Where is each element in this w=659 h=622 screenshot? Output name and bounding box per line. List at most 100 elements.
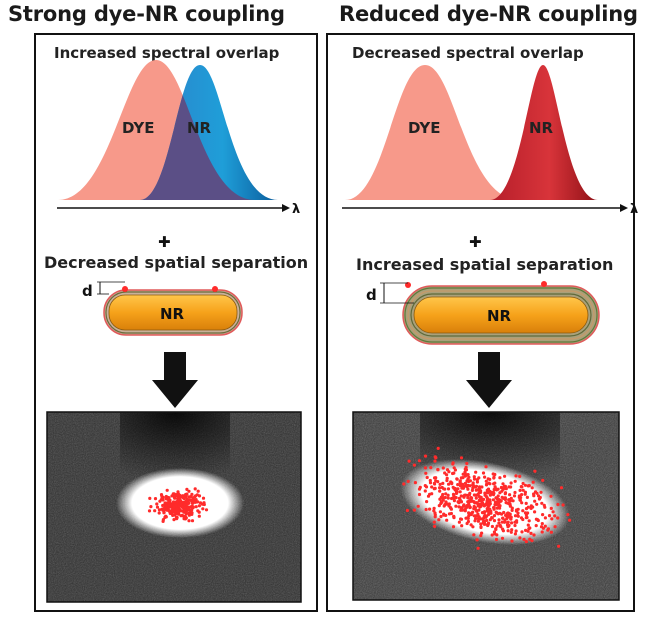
dye-dot [172,505,176,509]
dye-dot [530,539,534,543]
dye-dot [417,459,422,463]
dye-dot [466,473,470,477]
dye-dot [458,481,462,485]
dye-dot [553,525,557,529]
dye-dot [512,494,517,498]
right-nanorod-core [413,296,589,334]
right-nanorod-diagram: NR d [366,281,600,345]
dye-dot [488,508,492,512]
dye-dot [413,481,417,485]
dye-dot [453,486,457,491]
dye-dot [197,494,202,498]
dye-dot [161,519,165,524]
dye-dot [472,533,476,537]
dye-dot [449,506,453,510]
dye-dot [524,540,529,544]
dye-dot [454,491,459,495]
dye-dot [459,494,463,498]
dye-dot [533,499,537,503]
dye-dot [447,482,451,486]
dye-dot [451,471,455,476]
dye-dot [430,485,434,489]
dye-dot [520,530,524,534]
dye-dot [177,498,181,502]
dye-dot [511,499,515,503]
dye-dot [460,524,464,528]
dye-dot [494,527,498,531]
dye-dot [194,505,198,509]
dye-dot [175,494,179,498]
dye-dot [526,511,530,515]
dye-dot [497,518,501,522]
dye-dot [175,507,179,511]
dye-dot [527,519,531,523]
dye-dot [471,510,475,514]
dye-dot [518,498,522,502]
dye-dot [162,511,166,515]
dye-dot [516,514,520,518]
dye-dot [437,518,441,522]
dye-dot [161,503,165,508]
dye-dot [497,497,501,502]
dye-dot [479,496,483,500]
dye-dot [438,489,442,493]
dye-dot [491,472,495,476]
right-plus-icon: ✚ [469,233,482,251]
dye-dot [441,466,445,470]
dye-dot [462,484,466,489]
dye-dot [193,500,197,504]
dye-dot [472,477,477,481]
dye-dot [534,524,538,528]
dye-dot [438,497,442,501]
dye-dot [479,525,483,529]
dye-dot [540,530,544,534]
right-dye-curve [345,65,520,200]
dye-dot [519,516,524,520]
dye-dot [510,506,514,510]
dye-dot [191,497,195,502]
dye-dot [493,486,497,490]
dye-dot [503,491,508,495]
dye-dot [158,499,162,503]
dye-dot [531,505,535,509]
dye-dot [148,496,152,500]
dye-dot [433,486,437,490]
dye-dot [445,468,450,472]
dye-dot [466,477,470,481]
left-axis-arrowhead [282,204,290,212]
dye-dot [471,486,475,490]
dye-dot [553,514,557,518]
dye-dot [190,519,195,523]
dye-dot [438,486,442,490]
dye-dot [521,481,525,486]
dye-dot [529,531,533,536]
dye-dot [443,471,447,475]
dye-dot [566,513,570,517]
dye-dot [540,501,544,505]
right-spectral-overlap-label: Decreased spectral overlap [352,44,584,62]
left-nanorod-label: NR [160,305,185,323]
dye-dot [460,508,465,512]
dye-dot [502,520,507,524]
dye-dot [541,513,545,517]
dye-dot [428,481,433,485]
right-down-arrow [466,352,512,408]
dye-dot [509,481,513,485]
dye-dot [510,528,514,532]
left-distance-label: d [82,282,93,300]
dye-dot [542,503,546,507]
dye-dot [418,485,422,489]
dye-dot [184,512,188,516]
dye-dot [157,508,161,512]
dye-dot [528,526,532,530]
dye-dot [546,528,550,532]
dye-dot [510,508,514,512]
dye-dot [197,514,201,518]
dye-dot [507,515,511,519]
dye-dot [524,501,528,505]
dye-dot [487,510,491,514]
dye-dot [187,511,191,515]
dye-dot [472,493,476,497]
dye-dot [536,518,540,523]
